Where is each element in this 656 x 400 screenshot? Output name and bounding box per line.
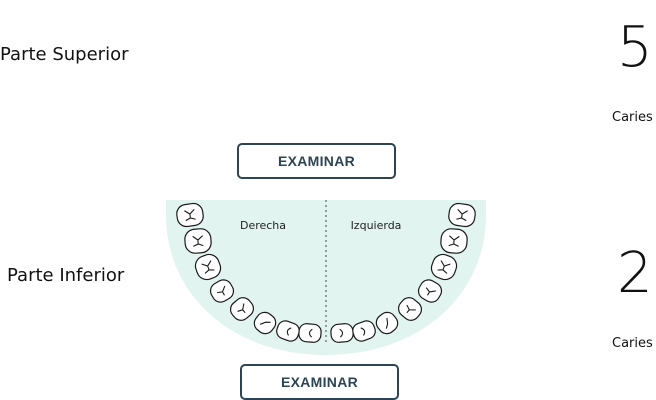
tooth[interactable] xyxy=(373,309,401,337)
examine-upper-button[interactable]: EXAMINAR xyxy=(237,143,396,179)
teeth-group xyxy=(176,202,477,343)
tooth-groove xyxy=(437,260,451,274)
tooth-outline xyxy=(229,297,255,321)
tooth-groove xyxy=(339,328,344,338)
tooth[interactable] xyxy=(251,309,279,337)
tooth-groove xyxy=(425,287,436,296)
tooth[interactable] xyxy=(193,252,224,283)
tooth-groove xyxy=(259,321,271,325)
lower-caries-caption: Caries xyxy=(612,336,653,351)
tooth-groove xyxy=(360,327,366,336)
tooth-groove xyxy=(286,327,292,336)
tooth-groove xyxy=(308,328,313,338)
tooth-groove xyxy=(385,317,389,329)
tooth[interactable] xyxy=(395,294,425,323)
tooth-groove xyxy=(217,285,226,296)
tooth[interactable] xyxy=(184,228,212,254)
tooth-outline xyxy=(209,279,235,303)
examine-lower-button[interactable]: EXAMINAR xyxy=(240,364,399,400)
lower-caries-count: 2 xyxy=(617,241,653,306)
tooth[interactable] xyxy=(298,323,322,343)
tooth[interactable] xyxy=(440,228,468,254)
upper-caries-caption: Caries xyxy=(612,110,653,125)
tooth-outline xyxy=(417,279,443,303)
tooth[interactable] xyxy=(227,294,257,323)
upper-section-label: Parte Superior xyxy=(0,44,129,65)
tooth[interactable] xyxy=(429,252,460,283)
tooth-groove xyxy=(448,235,460,247)
tooth-outline xyxy=(397,297,423,321)
right-side-label: Derecha xyxy=(240,219,286,232)
upper-caries-count: 5 xyxy=(617,15,653,80)
tooth-groove xyxy=(201,260,215,274)
lower-dental-arch: Derecha Izquierda xyxy=(166,200,486,355)
tooth-groove xyxy=(456,208,468,222)
tooth[interactable] xyxy=(330,323,354,343)
tooth-groove xyxy=(192,235,204,247)
tooth-groove xyxy=(237,303,246,314)
tooth[interactable] xyxy=(415,277,444,305)
lower-section-label: Parte Inferior xyxy=(7,265,125,286)
tooth-groove xyxy=(184,208,196,222)
tooth[interactable] xyxy=(176,202,205,228)
tooth[interactable] xyxy=(207,277,236,305)
left-side-label: Izquierda xyxy=(351,219,402,232)
tooth[interactable] xyxy=(448,202,477,228)
tooth-groove xyxy=(406,304,416,314)
